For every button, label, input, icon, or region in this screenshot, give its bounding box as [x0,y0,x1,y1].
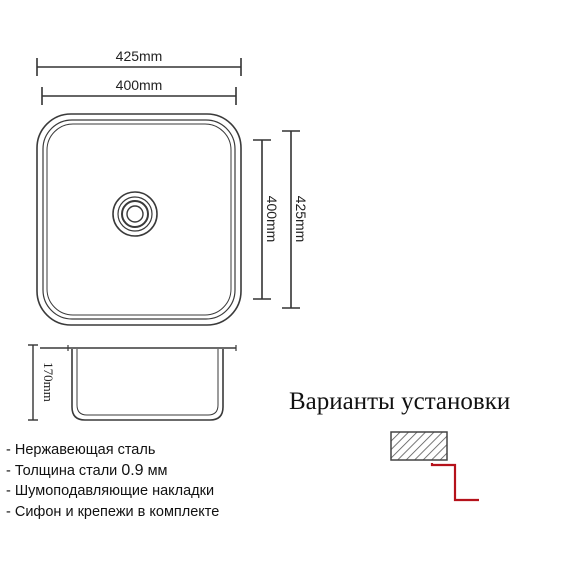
feature-stainless-steel: - Нержавеющая сталь [6,442,156,458]
inner-length-label: 400mm [264,196,280,243]
depth-label: 170mm [41,362,56,402]
outer-width-dimension [36,58,242,76]
countertop-icon [390,431,448,461]
depth-dimension [28,344,38,421]
outer-length-label: 425mm [293,196,309,243]
outer-width-label: 425mm [116,48,163,64]
feature-noise-pads: - Шумоподавляющие накладки [6,483,215,499]
inner-width-dimension [41,87,237,105]
sink-side-view [40,345,237,421]
feature-siphon-included: - Сифон и крепежи в комплекте [6,503,220,520]
sink-top-view [36,113,242,326]
feature-steel-thickness: - Толщина стали 0.9 мм [6,461,168,479]
inner-width-label: 400mm [116,77,163,93]
feature-list: - Нержавеющая сталь - Толщина стали 0.9 … [6,440,219,522]
sink-mount-profile-icon [430,463,479,502]
drain-icon [112,191,158,237]
outer-length-dimension [282,130,300,309]
thickness-value: 0.9 [121,461,144,479]
installation-title: Варианты установки [289,388,510,415]
inner-length-dimension [253,139,271,300]
